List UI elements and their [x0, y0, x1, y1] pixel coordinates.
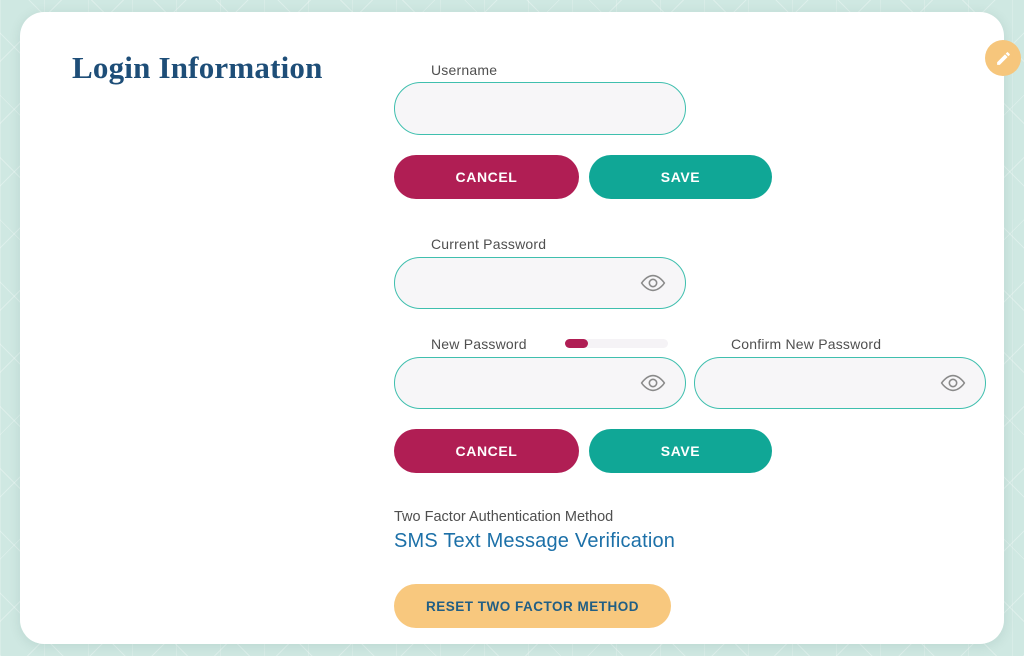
- reset-two-factor-button[interactable]: RESET TWO FACTOR METHOD: [394, 584, 671, 628]
- confirm-password-input[interactable]: [717, 358, 936, 410]
- two-factor-label: Two Factor Authentication Method: [394, 509, 614, 525]
- current-password-label: Current Password: [431, 236, 547, 252]
- current-password-field: [394, 257, 686, 310]
- username-cancel-button[interactable]: CANCEL: [394, 155, 579, 199]
- eye-icon[interactable]: [939, 373, 967, 393]
- confirm-password-label: Confirm New Password: [731, 336, 882, 352]
- pencil-icon: [995, 50, 1012, 67]
- password-strength-fill: [565, 339, 588, 348]
- username-input[interactable]: [417, 83, 636, 136]
- new-password-input[interactable]: [417, 358, 636, 410]
- new-password-label: New Password: [431, 336, 527, 352]
- login-information-card: Login Information Username CANCEL SAVE C…: [20, 12, 1021, 644]
- username-field: [394, 82, 686, 136]
- password-strength-meter: [565, 339, 668, 348]
- username-save-button[interactable]: SAVE: [589, 155, 772, 199]
- current-password-input[interactable]: [417, 258, 636, 310]
- page-title: Login Information: [72, 50, 323, 85]
- password-cancel-button[interactable]: CANCEL: [394, 429, 579, 473]
- two-factor-method: SMS Text Message Verification: [394, 530, 676, 552]
- confirm-password-field: [694, 357, 986, 410]
- edit-button[interactable]: [985, 40, 1021, 76]
- eye-icon[interactable]: [639, 273, 667, 293]
- eye-icon[interactable]: [639, 373, 667, 393]
- username-label: Username: [431, 62, 498, 78]
- password-save-button[interactable]: SAVE: [589, 429, 772, 473]
- new-password-field: [394, 357, 686, 410]
